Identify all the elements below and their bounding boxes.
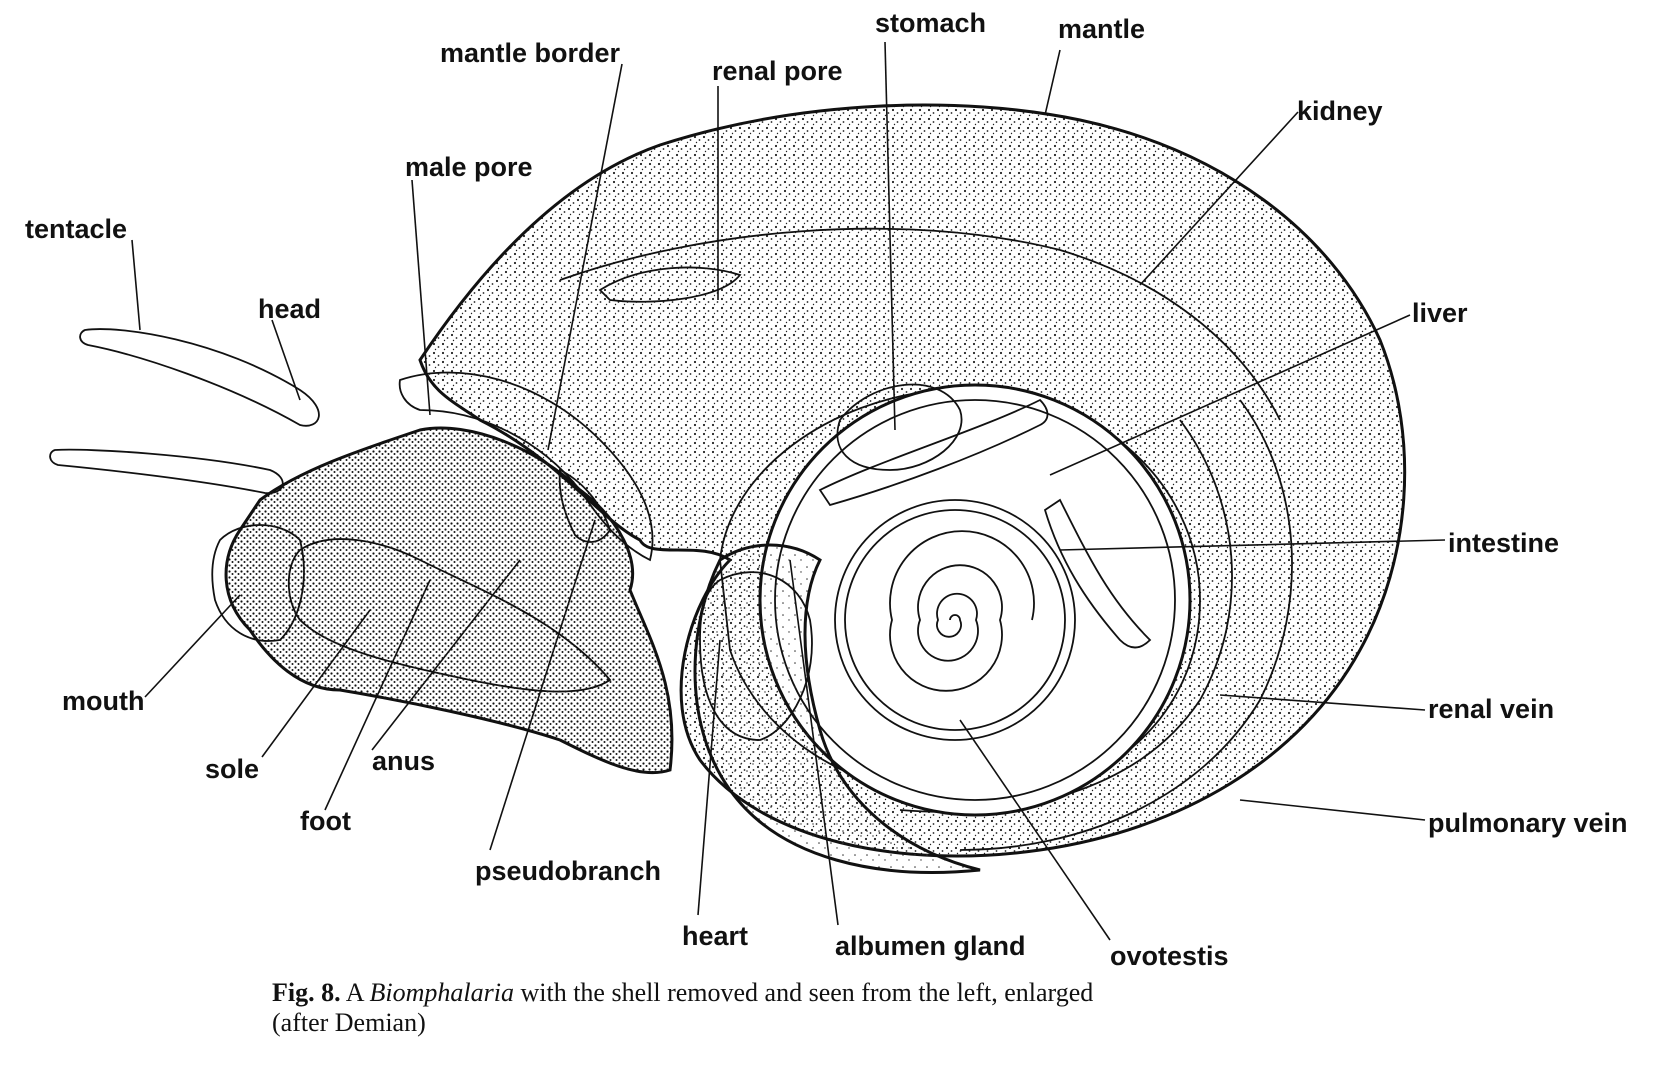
label-mantle-border: mantle border bbox=[440, 38, 621, 68]
label-albumen-gland: albumen gland bbox=[835, 931, 1026, 961]
caption-fig-number: Fig. 8. bbox=[272, 978, 341, 1007]
caption-prefix: A bbox=[345, 978, 364, 1007]
label-renal-pore: renal pore bbox=[712, 56, 843, 86]
heart-shape bbox=[699, 571, 813, 741]
sole-shape bbox=[287, 538, 612, 693]
intestine-shape bbox=[818, 398, 1049, 507]
label-tentacle: tentacle bbox=[25, 214, 127, 244]
intestine-loop bbox=[1043, 498, 1152, 649]
ovotestis-spiral bbox=[834, 499, 1076, 741]
lower-whorl bbox=[693, 543, 981, 874]
caption-credit: (after Demian) bbox=[272, 1008, 426, 1037]
caption-genus: Biomphalaria bbox=[369, 978, 514, 1007]
lower-tentacle bbox=[49, 448, 284, 494]
label-pseudobranch: pseudobranch bbox=[475, 856, 661, 886]
label-sole: sole bbox=[205, 754, 259, 784]
leader-lines bbox=[131, 41, 1446, 941]
label-anus: anus bbox=[372, 746, 435, 776]
mouth-shape bbox=[211, 524, 305, 642]
labels: stomach mantle mantle border renal pore … bbox=[25, 8, 1628, 971]
label-intestine: intestine bbox=[1448, 528, 1559, 558]
label-mantle: mantle bbox=[1058, 14, 1145, 44]
renal-pore-groove bbox=[559, 227, 1281, 421]
label-stomach: stomach bbox=[875, 8, 986, 38]
head-foot bbox=[211, 371, 674, 775]
caption-text: with the shell removed and seen from the… bbox=[520, 978, 1094, 1007]
label-liver: liver bbox=[1412, 298, 1468, 328]
inner-whorl bbox=[758, 383, 1192, 817]
pseudobranch-shape bbox=[558, 468, 611, 543]
upper-tentacle bbox=[79, 328, 320, 427]
label-head: head bbox=[258, 294, 321, 324]
label-mouth: mouth bbox=[62, 686, 144, 716]
label-pulmonary-vein: pulmonary vein bbox=[1428, 808, 1628, 838]
label-ovotestis: ovotestis bbox=[1110, 941, 1229, 971]
label-male-pore: male pore bbox=[405, 152, 533, 182]
label-renal-vein: renal vein bbox=[1428, 694, 1554, 724]
stomach-shape bbox=[836, 383, 963, 471]
label-foot: foot bbox=[300, 806, 351, 836]
mantle-border-fold bbox=[398, 371, 654, 562]
figure-caption: Fig. 8. A Biomphalaria with the shell re… bbox=[272, 978, 1372, 1038]
tentacles bbox=[49, 328, 320, 494]
label-kidney: kidney bbox=[1297, 96, 1383, 126]
label-heart: heart bbox=[682, 921, 748, 951]
